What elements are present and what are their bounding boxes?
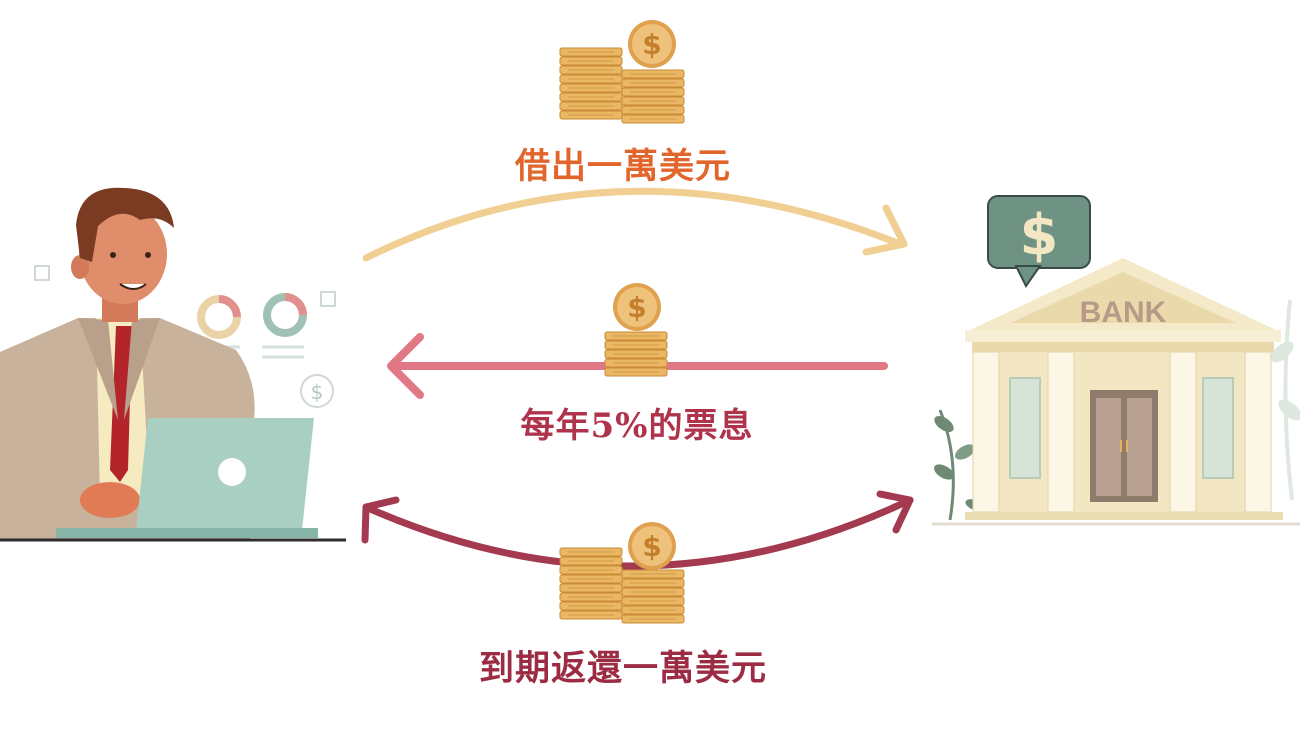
bank-building-icon: BANK $ (932, 195, 1300, 526)
dollar-coin-icon (628, 522, 676, 570)
investor-figure: $ (0, 187, 346, 542)
label-repay: 到期返還一萬美元 (478, 648, 768, 689)
bank-sign: BANK (1080, 296, 1167, 329)
label-borrow: 借出一萬美元 (514, 146, 732, 187)
dollar-coin-icon (613, 283, 661, 331)
coin-stack-icon (604, 331, 668, 377)
label-coupon: 每年5%的票息 (520, 406, 754, 446)
bank-bubble-dollar: $ (1020, 203, 1059, 268)
svg-text:$: $ (311, 380, 324, 404)
arrow-borrow (362, 187, 908, 262)
dollar-coin-icon (628, 20, 676, 68)
